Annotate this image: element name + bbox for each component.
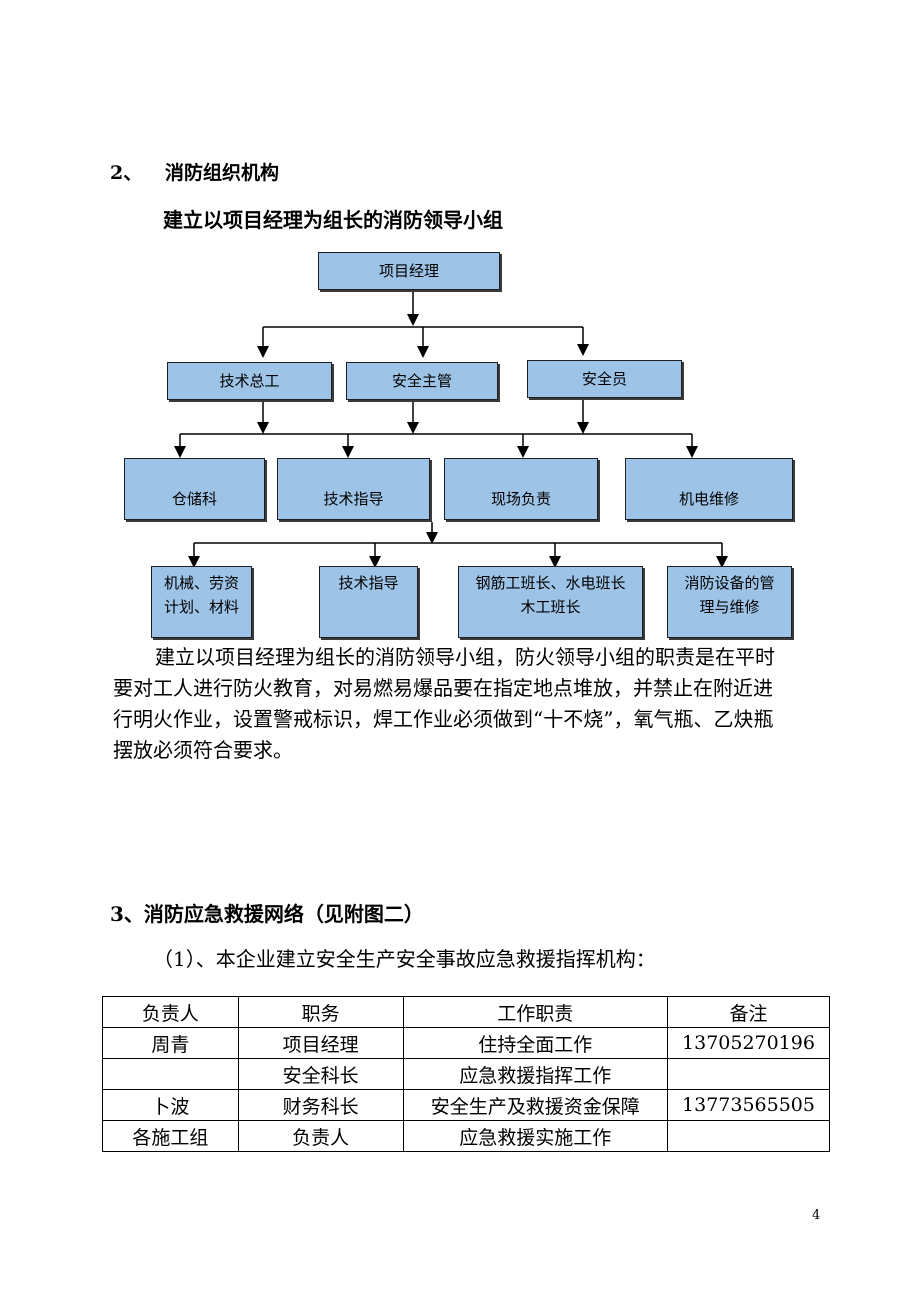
table-header-cell: 负责人: [102, 996, 239, 1028]
org-box-line: 机械、劳资: [163, 574, 239, 592]
table-cell: [667, 1058, 830, 1090]
table-header-cell: 备注: [667, 996, 830, 1028]
org-box-fire-equipment: 消防设备的管 理与维修: [667, 566, 792, 638]
table-cell: [667, 1120, 830, 1152]
table-row: 周青 项目经理 住持全面工作 13705270196: [102, 1027, 830, 1059]
org-box-line: 技术指导: [338, 574, 399, 592]
org-box-site-lead: 现场负责: [444, 458, 598, 520]
table-cell: 各施工组: [102, 1120, 239, 1152]
table-cell: 项目经理: [237, 1027, 404, 1059]
duty-table: 负责人 职务 工作职责 备注 周青 项目经理 住持全面工作 1370527019…: [102, 996, 830, 1152]
table-cell: 13773565505: [667, 1089, 830, 1121]
org-box-line: 钢筋工班长、水电班长: [475, 574, 626, 592]
section3-title: 3、消防应急救援网络（见附图二）: [110, 902, 424, 926]
org-box-tech-guidance: 技术指导: [277, 458, 430, 520]
org-box-storage: 仓储科: [124, 458, 265, 520]
table-cell: 周青: [102, 1027, 239, 1059]
section2-number: 2、: [110, 162, 143, 184]
org-box-line: 消防设备的管: [684, 574, 775, 592]
table-cell: 安全生产及救援资金保障: [402, 1089, 669, 1121]
org-box-safety-officer: 安全员: [527, 360, 682, 398]
table-header-cell: 工作职责: [402, 996, 669, 1028]
page-number: 4: [812, 1208, 821, 1223]
paragraph-line: 建立以项目经理为组长的消防领导小组，防火领导小组的职责是在平时: [155, 645, 775, 669]
table-cell: 卜波: [102, 1089, 239, 1121]
section2-title: 消防组织机构: [165, 162, 280, 184]
section3-intro: （1）、本企业建立安全生产安全事故应急救援指挥机构：: [153, 947, 656, 971]
org-box-line: 理与维修: [699, 598, 760, 616]
table-cell: 应急救援指挥工作: [402, 1058, 669, 1090]
table-cell: 财务科长: [237, 1089, 404, 1121]
table-cell: 住持全面工作: [402, 1027, 669, 1059]
table-header-row: 负责人 职务 工作职责 备注: [102, 996, 830, 1028]
section2-subtitle: 建立以项目经理为组长的消防领导小组: [163, 208, 503, 232]
table-header-cell: 职务: [237, 996, 404, 1028]
table-cell: 应急救援实施工作: [402, 1120, 669, 1152]
table-row: 安全科长 应急救援指挥工作: [102, 1058, 830, 1090]
table-row: 各施工组 负责人 应急救援实施工作: [102, 1120, 830, 1152]
paragraph-line: 要对工人进行防火教育，对易燃易爆品要在指定地点堆放，并禁止在附近进: [113, 676, 773, 700]
org-box-team-leaders: 钢筋工班长、水电班长 木工班长: [458, 566, 643, 638]
org-box-machinery-labor: 机械、劳资 计划、材料: [151, 566, 252, 638]
table-cell: 负责人: [237, 1120, 404, 1152]
org-box-electromech: 机电维修: [625, 458, 793, 520]
org-box-tech-guidance-2: 技术指导: [319, 566, 418, 638]
body-paragraph: 建立以项目经理为组长的消防领导小组，防火领导小组的职责是在平时 要对工人进行防火…: [113, 642, 833, 766]
table-cell: 安全科长: [237, 1058, 404, 1090]
table-row: 卜波 财务科长 安全生产及救援资金保障 13773565505: [102, 1089, 830, 1121]
org-box-line: 木工班长: [520, 598, 581, 616]
org-box-safety-supervisor: 安全主管: [346, 362, 498, 400]
table-cell: 13705270196: [667, 1027, 830, 1059]
paragraph-line: 行明火作业，设置警戒标识，焊工作业必须做到“十不烧”，氧气瓶、乙炔瓶: [113, 707, 774, 731]
org-box-line: 计划、材料: [163, 598, 239, 616]
paragraph-line: 摆放必须符合要求。: [113, 738, 293, 762]
org-box-project-manager: 项目经理: [318, 252, 500, 290]
table-cell: [102, 1058, 239, 1090]
org-box-tech-chief: 技术总工: [167, 362, 332, 400]
org-chart-connectors: [174, 290, 728, 568]
